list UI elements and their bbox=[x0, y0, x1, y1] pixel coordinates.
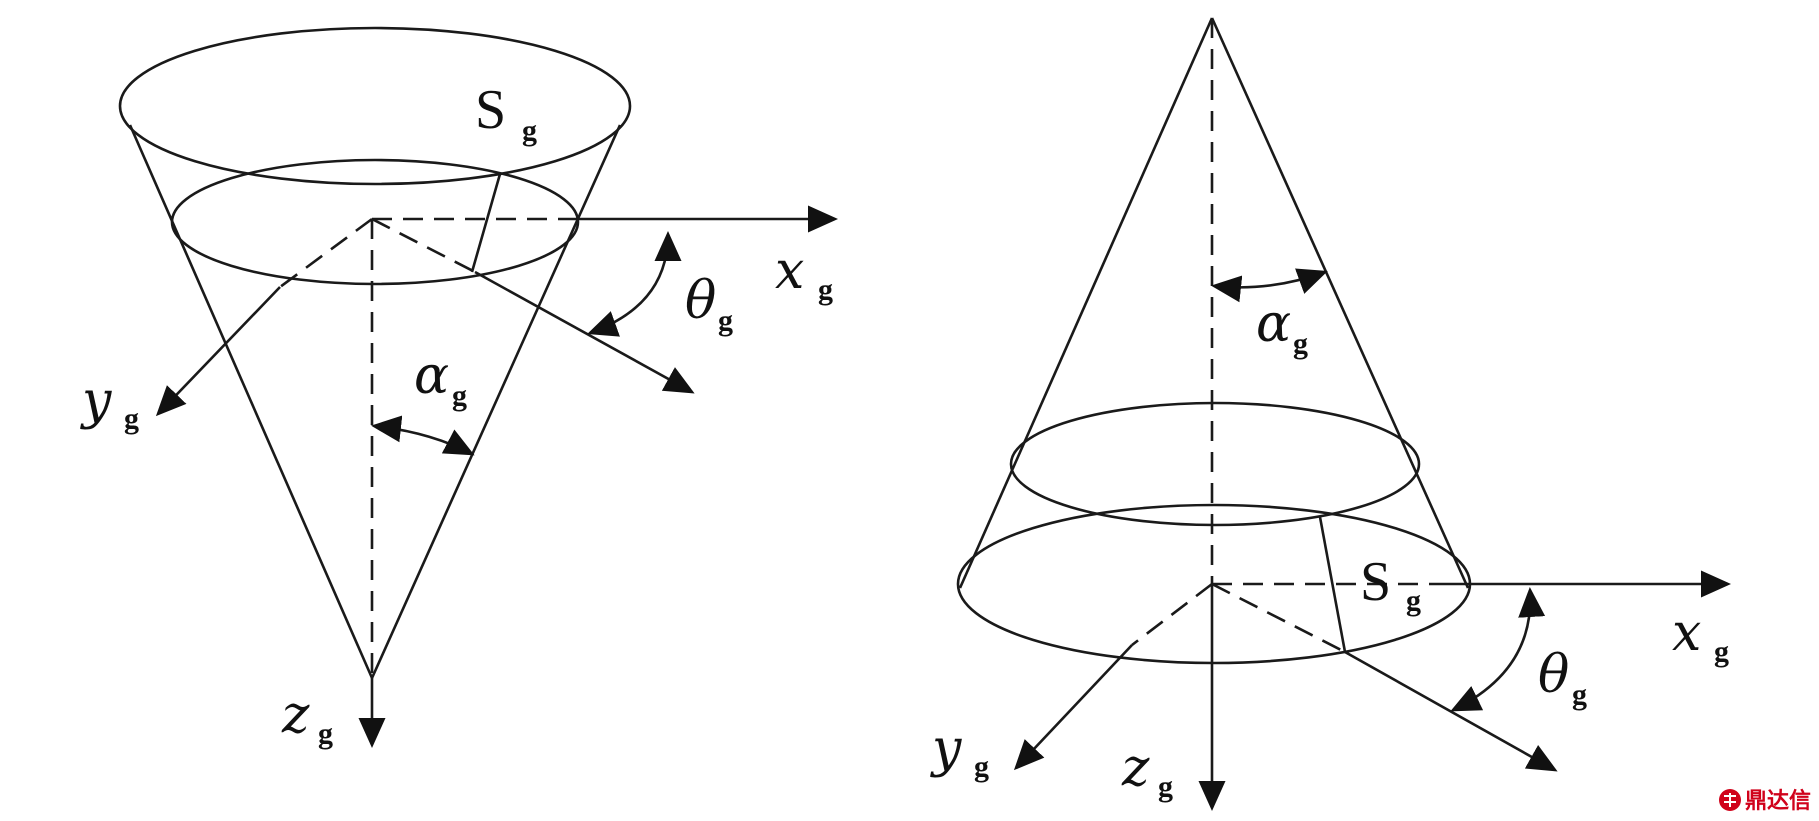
right-y-axis-dashed bbox=[1131, 582, 1213, 647]
right-alpha-label: α bbox=[1256, 294, 1291, 354]
right-radial-dashed bbox=[1211, 582, 1346, 654]
right-y-sub: g bbox=[974, 750, 989, 783]
right-x-sub: g bbox=[1714, 635, 1729, 668]
left-alpha-arc bbox=[371, 415, 475, 456]
right-z-sub: g bbox=[1158, 770, 1173, 803]
left-surface-label: S bbox=[475, 79, 506, 141]
right-surface-sub: g bbox=[1406, 584, 1421, 617]
left-y-label: y bbox=[80, 371, 112, 431]
right-alpha-sub: g bbox=[1293, 327, 1308, 360]
right-theta-sub: g bbox=[1572, 678, 1587, 711]
right-alpha-arc bbox=[1211, 268, 1328, 303]
left-top-ellipse bbox=[118, 26, 632, 186]
right-cone-side-right bbox=[1210, 17, 1470, 589]
left-theta-arc bbox=[587, 231, 682, 337]
left-radial-line bbox=[474, 270, 695, 394]
left-theta-label: θ bbox=[685, 271, 716, 331]
right-cone-diagram: α g S g x g θ g y g z g bbox=[930, 17, 1731, 811]
right-z-label: z bbox=[1121, 738, 1150, 798]
left-alpha-label: α bbox=[414, 346, 449, 406]
left-cone-diagram: S g x g θ g y g α g z g bbox=[80, 26, 838, 750]
right-cone-side-left bbox=[958, 17, 1214, 589]
left-y-axis-dashed bbox=[279, 217, 373, 289]
left-alpha-sub: g bbox=[452, 379, 467, 412]
right-radial-line bbox=[1344, 650, 1558, 772]
left-cone-side-right bbox=[370, 124, 622, 679]
watermark-logo-glyph-icon bbox=[1724, 793, 1736, 807]
right-y-axis bbox=[1013, 644, 1133, 771]
watermark: 鼎达信 bbox=[1719, 788, 1811, 814]
left-z-sub: g bbox=[318, 717, 333, 750]
right-surface-label: S bbox=[1360, 551, 1391, 613]
left-generator-segment bbox=[470, 173, 502, 273]
right-generator-segment bbox=[1318, 516, 1347, 653]
left-x-label: x bbox=[775, 241, 804, 301]
left-y-sub: g bbox=[124, 402, 139, 435]
right-y-label: y bbox=[930, 719, 962, 779]
left-radial-dashed bbox=[371, 217, 476, 274]
left-y-axis bbox=[155, 286, 281, 417]
right-mid-ellipse bbox=[1009, 401, 1421, 527]
right-x-label: x bbox=[1672, 603, 1701, 663]
left-x-sub: g bbox=[818, 273, 833, 306]
watermark-text: 鼎达信 bbox=[1745, 788, 1811, 814]
right-theta-arc bbox=[1450, 587, 1546, 712]
right-theta-label: θ bbox=[1538, 645, 1569, 705]
left-theta-sub: g bbox=[718, 304, 733, 337]
left-surface-sub: g bbox=[522, 114, 537, 147]
left-z-label: z bbox=[281, 685, 310, 745]
left-cone-side-left bbox=[128, 124, 374, 679]
